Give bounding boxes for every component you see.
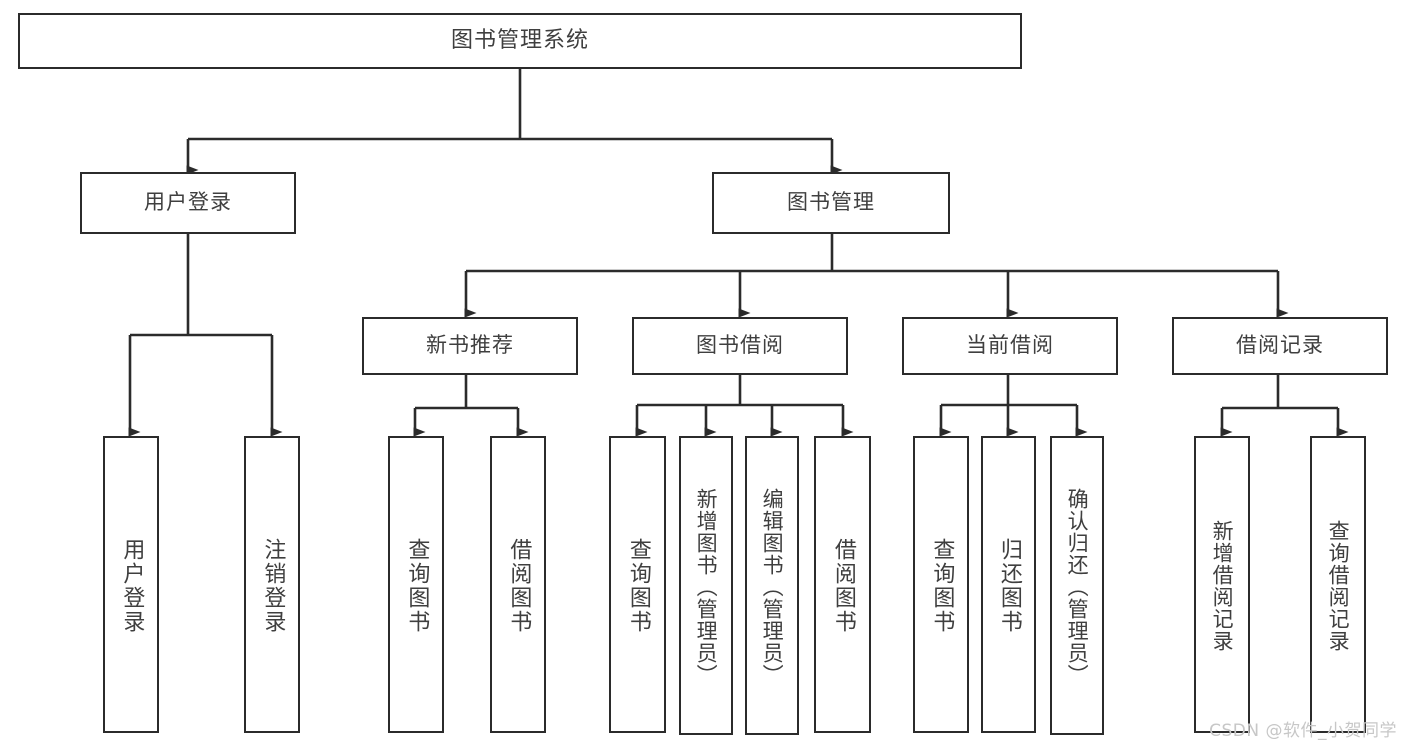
leaf-logout[interactable]: 注销登录 [244, 436, 300, 733]
node-label: 用户登录 [119, 537, 145, 634]
node-current-borrow[interactable]: 当前借阅 [902, 317, 1118, 375]
node-label: 新增图书（管理员） [694, 487, 719, 686]
node-label: 当前借阅 [966, 333, 1054, 358]
leaf-user-login[interactable]: 用户登录 [103, 436, 159, 733]
node-label: 新书推荐 [426, 333, 514, 358]
leaf-borrow-book-2[interactable]: 借阅图书 [814, 436, 871, 733]
node-label: 编辑图书（管理员） [760, 487, 785, 686]
leaf-add-book-admin[interactable]: 新增图书（管理员） [679, 436, 733, 735]
node-borrow-record[interactable]: 借阅记录 [1172, 317, 1388, 375]
node-label: 图书管理系统 [450, 27, 589, 53]
node-book-management[interactable]: 图书管理 [712, 172, 950, 234]
leaf-edit-book-admin[interactable]: 编辑图书（管理员） [745, 436, 799, 735]
node-label: 查询借阅记录 [1326, 519, 1351, 652]
leaf-add-borrow-record[interactable]: 新增借阅记录 [1194, 436, 1250, 733]
node-label: 查询图书 [929, 537, 955, 634]
leaf-query-book-3[interactable]: 查询图书 [913, 436, 969, 733]
leaf-return-book[interactable]: 归还图书 [981, 436, 1036, 733]
node-label: 图书借阅 [696, 333, 784, 358]
leaf-query-book-2[interactable]: 查询图书 [609, 436, 666, 733]
leaf-borrow-book-1[interactable]: 借阅图书 [490, 436, 546, 733]
node-book-borrow[interactable]: 图书借阅 [632, 317, 848, 375]
leaf-confirm-return-admin[interactable]: 确认归还（管理员） [1050, 436, 1104, 735]
node-root-system[interactable]: 图书管理系统 [18, 13, 1022, 69]
node-label: 借阅图书 [506, 537, 532, 634]
node-label: 图书管理 [787, 190, 875, 215]
node-label: 归还图书 [996, 537, 1022, 634]
node-label: 确认归还（管理员） [1065, 487, 1090, 686]
node-label: 查询图书 [625, 537, 651, 634]
node-label: 借阅图书 [830, 537, 856, 634]
node-label: 新增借阅记录 [1210, 519, 1235, 652]
node-label: 注销登录 [260, 537, 286, 634]
leaf-query-book-1[interactable]: 查询图书 [388, 436, 444, 733]
node-label: 查询图书 [404, 537, 430, 634]
csdn-watermark: CSDN @软件_小贺同学 [1209, 721, 1397, 741]
node-label: 借阅记录 [1236, 333, 1324, 358]
node-new-book-recommend[interactable]: 新书推荐 [362, 317, 578, 375]
leaf-query-borrow-record[interactable]: 查询借阅记录 [1310, 436, 1366, 733]
node-user-login[interactable]: 用户登录 [80, 172, 296, 234]
node-label: 用户登录 [144, 190, 232, 215]
